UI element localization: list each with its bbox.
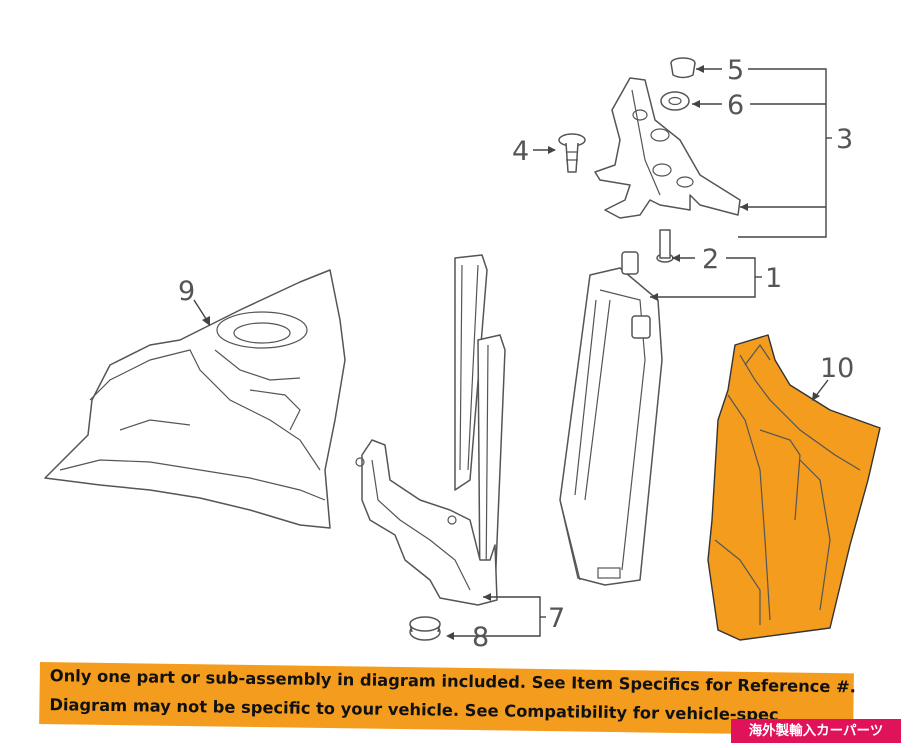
callout-9: 9 — [178, 276, 195, 307]
callout-8: 8 — [472, 622, 489, 653]
callout-5: 5 — [727, 55, 744, 86]
import-parts-tag: 海外製輸入カーパーツ — [731, 719, 901, 743]
part-5-grommet — [670, 57, 696, 79]
callout-labels: 5 6 3 4 2 1 9 10 7 8 — [178, 55, 854, 653]
callout-7: 7 — [548, 603, 565, 634]
part-9-splash-shield — [44, 269, 346, 529]
callout-6: 6 — [727, 90, 744, 121]
callout-2: 2 — [702, 244, 719, 275]
part-8-grommet — [409, 616, 441, 641]
part-2-bolt — [656, 229, 674, 263]
callout-4: 4 — [512, 136, 529, 167]
part-10-air-deflector — [707, 334, 881, 641]
part-4-push-pin — [558, 133, 586, 173]
callout-1: 1 — [765, 263, 782, 294]
callout-10: 10 — [820, 353, 854, 384]
disclaimer-line-2: Diagram may not be specific to your vehi… — [49, 695, 779, 725]
disclaimer-line-1: Only one part or sub-assembly in diagram… — [49, 666, 857, 697]
exploded-parts-diagram: 5 6 3 4 2 1 9 10 7 8 — [44, 55, 881, 653]
leader-lines — [193, 65, 832, 640]
part-3-mount-bracket — [594, 77, 741, 219]
part-6-grommet — [660, 91, 690, 111]
part-7-support-bracket — [355, 254, 506, 606]
callout-3: 3 — [836, 124, 853, 155]
part-1-cooler — [559, 251, 663, 586]
